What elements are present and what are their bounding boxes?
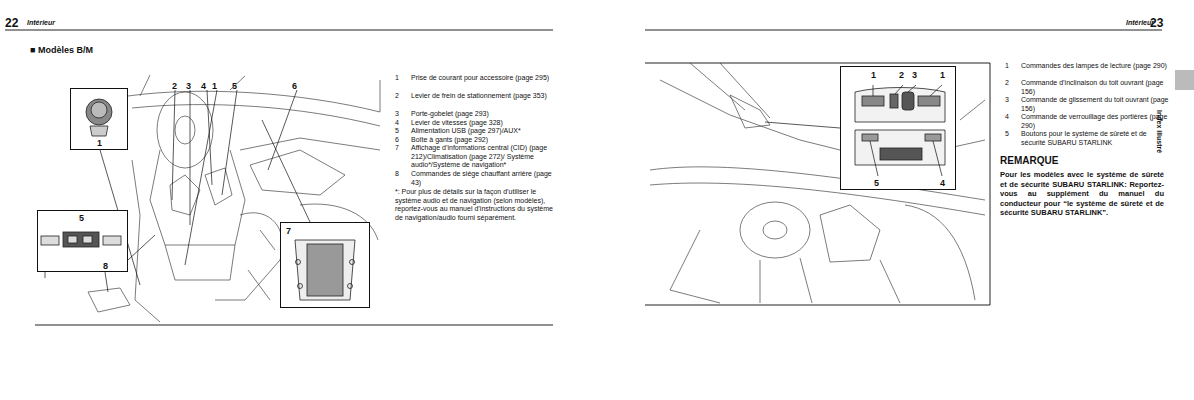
- callout-number: 8: [103, 261, 108, 271]
- inset-box: 1: [70, 88, 128, 150]
- list-text: Boîte à gants (page 292): [411, 136, 553, 145]
- callout-number: 6: [292, 81, 297, 91]
- running-head: Intérieur: [27, 19, 55, 28]
- list-number: 1: [395, 74, 399, 83]
- callout-number: 5: [232, 81, 237, 91]
- callout-number: 3: [186, 81, 191, 91]
- list-text: Commandes de siège chauffant arrière (pa…: [411, 170, 553, 187]
- page-number: 23: [1150, 17, 1163, 30]
- inset-box: 58: [37, 210, 128, 272]
- callout-number: 4: [201, 81, 206, 91]
- list-text: Prise de courant pour accessoire (page 2…: [411, 74, 553, 83]
- list-number: 5: [1005, 130, 1009, 139]
- running-head: Intérieur: [1126, 19, 1154, 28]
- list-text: Commande de verrouillage des portières (…: [1021, 113, 1171, 130]
- list-number: 3: [1005, 96, 1009, 105]
- list-number: 1: [1005, 62, 1009, 71]
- callout-number: 4: [940, 178, 945, 188]
- list-text: Porte-gobelet (page 293): [411, 110, 553, 119]
- list-number: 5: [395, 127, 399, 136]
- inset-box: 7: [280, 222, 370, 308]
- list-text: Commande d’inclinaison du toit ouvrant (…: [1021, 79, 1171, 96]
- note-heading: REMARQUE: [1000, 155, 1058, 167]
- list-text: Levier de frein de stationnement (page 3…: [411, 92, 553, 101]
- list-text: *: Pour plus de détails sur la façon d’u…: [395, 188, 553, 222]
- list-text: Commande de glissement du toit ouvrant (…: [1021, 96, 1171, 113]
- callout-number: 2: [899, 70, 904, 80]
- list-text: Affichage d’informations central (CID) (…: [411, 144, 553, 170]
- callout-number: 1: [97, 138, 102, 148]
- list-number: 6: [395, 136, 399, 145]
- list-number: 7: [395, 144, 399, 153]
- callout-number: 1: [212, 81, 217, 91]
- callout-number: 5: [874, 178, 879, 188]
- list-number: 3: [395, 110, 399, 119]
- list-number: 8: [395, 170, 399, 179]
- list-number: 4: [1005, 113, 1009, 122]
- list-text: Alimentation USB (page 297)/AUX*: [411, 127, 553, 136]
- note-text: Pour les modèles avec le système de sûre…: [1000, 170, 1164, 218]
- list-number: 2: [395, 92, 399, 101]
- callout-number: 5: [79, 213, 84, 223]
- callout-number: 7: [286, 226, 291, 236]
- list-number: 4: [395, 119, 399, 128]
- callout-number: 2: [172, 81, 177, 91]
- callout-number: 1: [940, 70, 945, 80]
- list-text: Boutons pour le système de sûreté et de …: [1021, 130, 1171, 147]
- page-number: 22: [5, 17, 18, 30]
- list-text: Levier de vitesses (page 328): [411, 119, 553, 128]
- callout-number: 3: [912, 70, 917, 80]
- list-text: Commandes des lampes de lecture (page 29…: [1021, 62, 1171, 71]
- callout-number: 1: [871, 70, 876, 80]
- inset-box: 1 23 1 5 4: [840, 66, 956, 190]
- list-number: 2: [1005, 79, 1009, 88]
- section-title: ■ Modèles B/M: [30, 45, 93, 56]
